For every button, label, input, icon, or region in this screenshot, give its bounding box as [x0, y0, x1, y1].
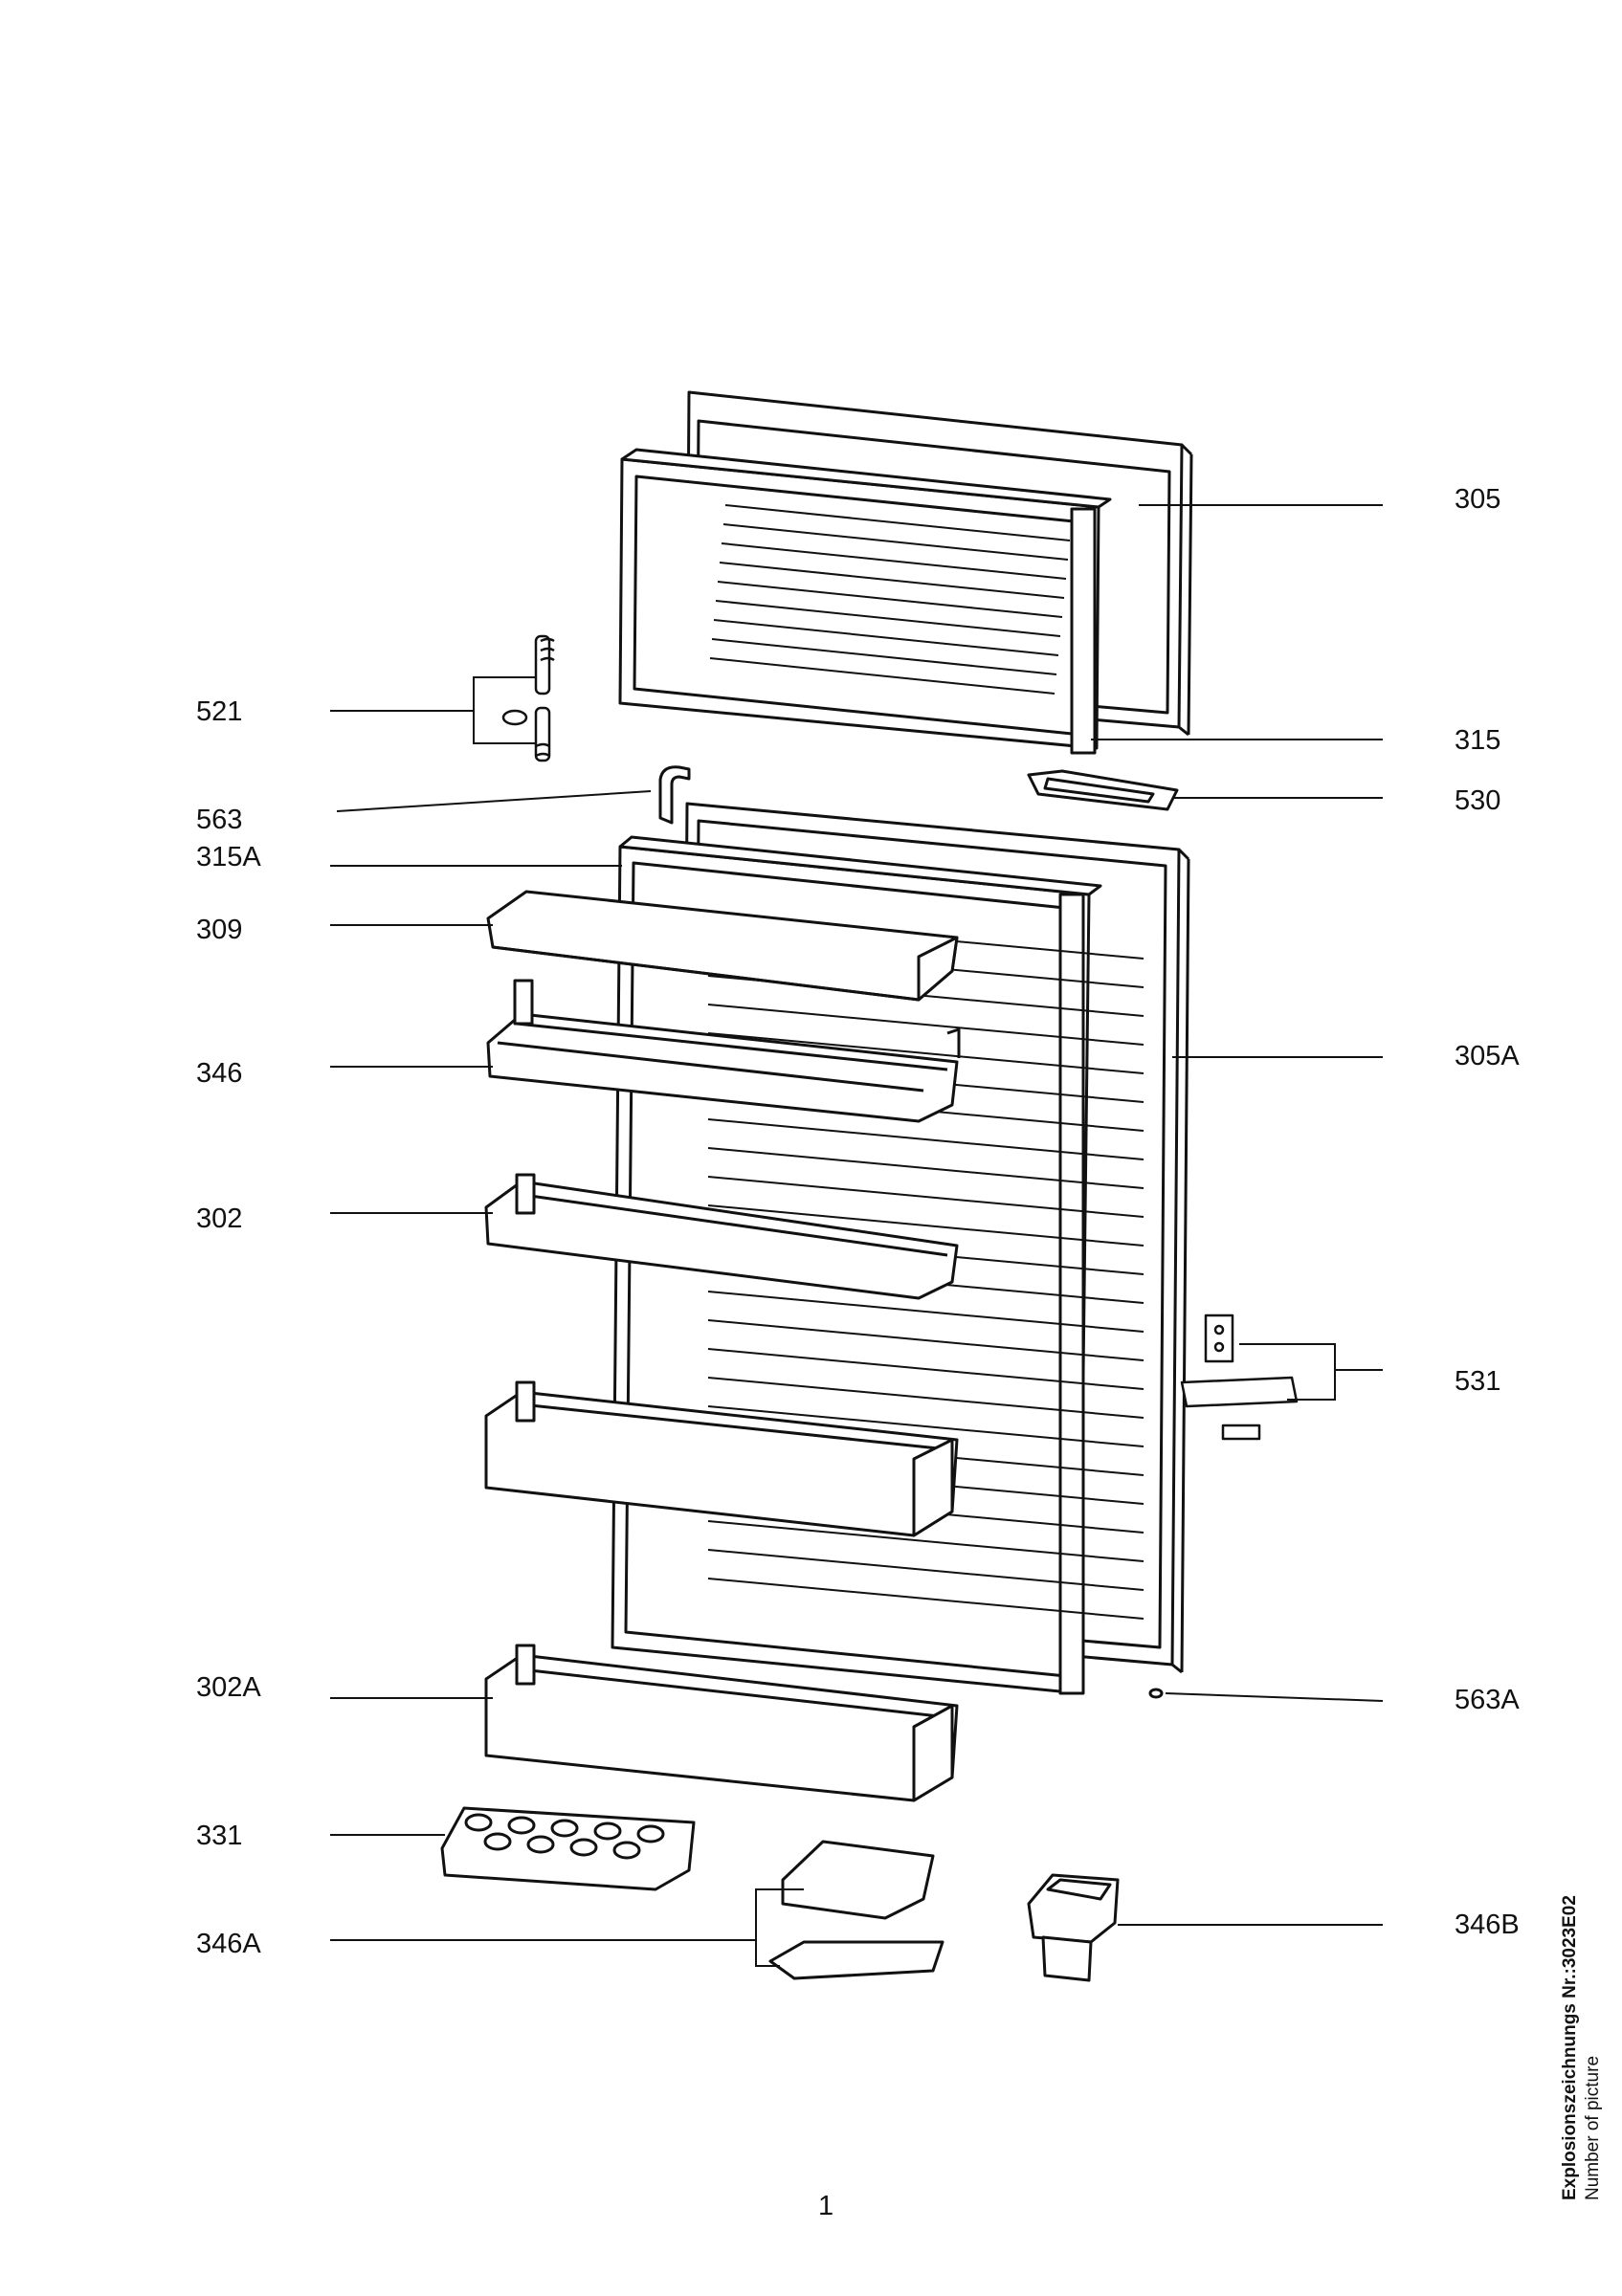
butter-box-346A — [768, 1840, 944, 1980]
freezer-gasket-315 — [618, 448, 1112, 755]
drawing-number: Explosionszeichnungs Nr.:3023E02 — [1560, 1895, 1580, 2200]
handle-530 — [1027, 769, 1179, 811]
callout-315A: 315A — [196, 842, 261, 872]
shelf-302 — [484, 1173, 959, 1300]
callout-315: 315 — [1455, 725, 1501, 756]
callout-346A: 346A — [196, 1929, 261, 1959]
drawing-number-caption: Number of picture — [1583, 2055, 1603, 2200]
callout-521: 521 — [196, 696, 243, 727]
latch-parts-531 — [1180, 1314, 1299, 1441]
callout-309: 309 — [196, 915, 243, 945]
callout-331: 331 — [196, 1821, 243, 1851]
shelf-bin-302A — [484, 1644, 959, 1802]
callout-346B: 346B — [1455, 1910, 1520, 1940]
shelf-rack-346 — [486, 979, 961, 1123]
leader-lines — [330, 504, 1384, 1967]
container-346B — [1027, 1873, 1120, 1982]
callout-305A: 305A — [1455, 1041, 1520, 1071]
callout-305: 305 — [1455, 484, 1501, 515]
freezer-grille — [709, 485, 1073, 695]
shelf-bin-large — [484, 1380, 959, 1537]
pin-563 — [658, 765, 691, 825]
hinge-parts-521 — [501, 634, 555, 762]
shelf-lid-309 — [486, 890, 959, 1002]
callout-302: 302 — [196, 1203, 243, 1234]
page-number: 1 — [818, 2191, 834, 2221]
callout-563: 563 — [196, 805, 243, 835]
callout-302A: 302A — [196, 1672, 261, 1703]
callout-346: 346 — [196, 1058, 243, 1089]
callout-531: 531 — [1455, 1366, 1501, 1397]
egg-tray-331 — [440, 1806, 696, 1891]
callout-530: 530 — [1455, 785, 1501, 816]
washer-563A — [1148, 1688, 1164, 1699]
drawing-number-block: Explosionszeichnungs Nr.:3023E02 Number … — [1560, 1895, 1604, 2200]
callout-563A: 563A — [1455, 1685, 1520, 1715]
